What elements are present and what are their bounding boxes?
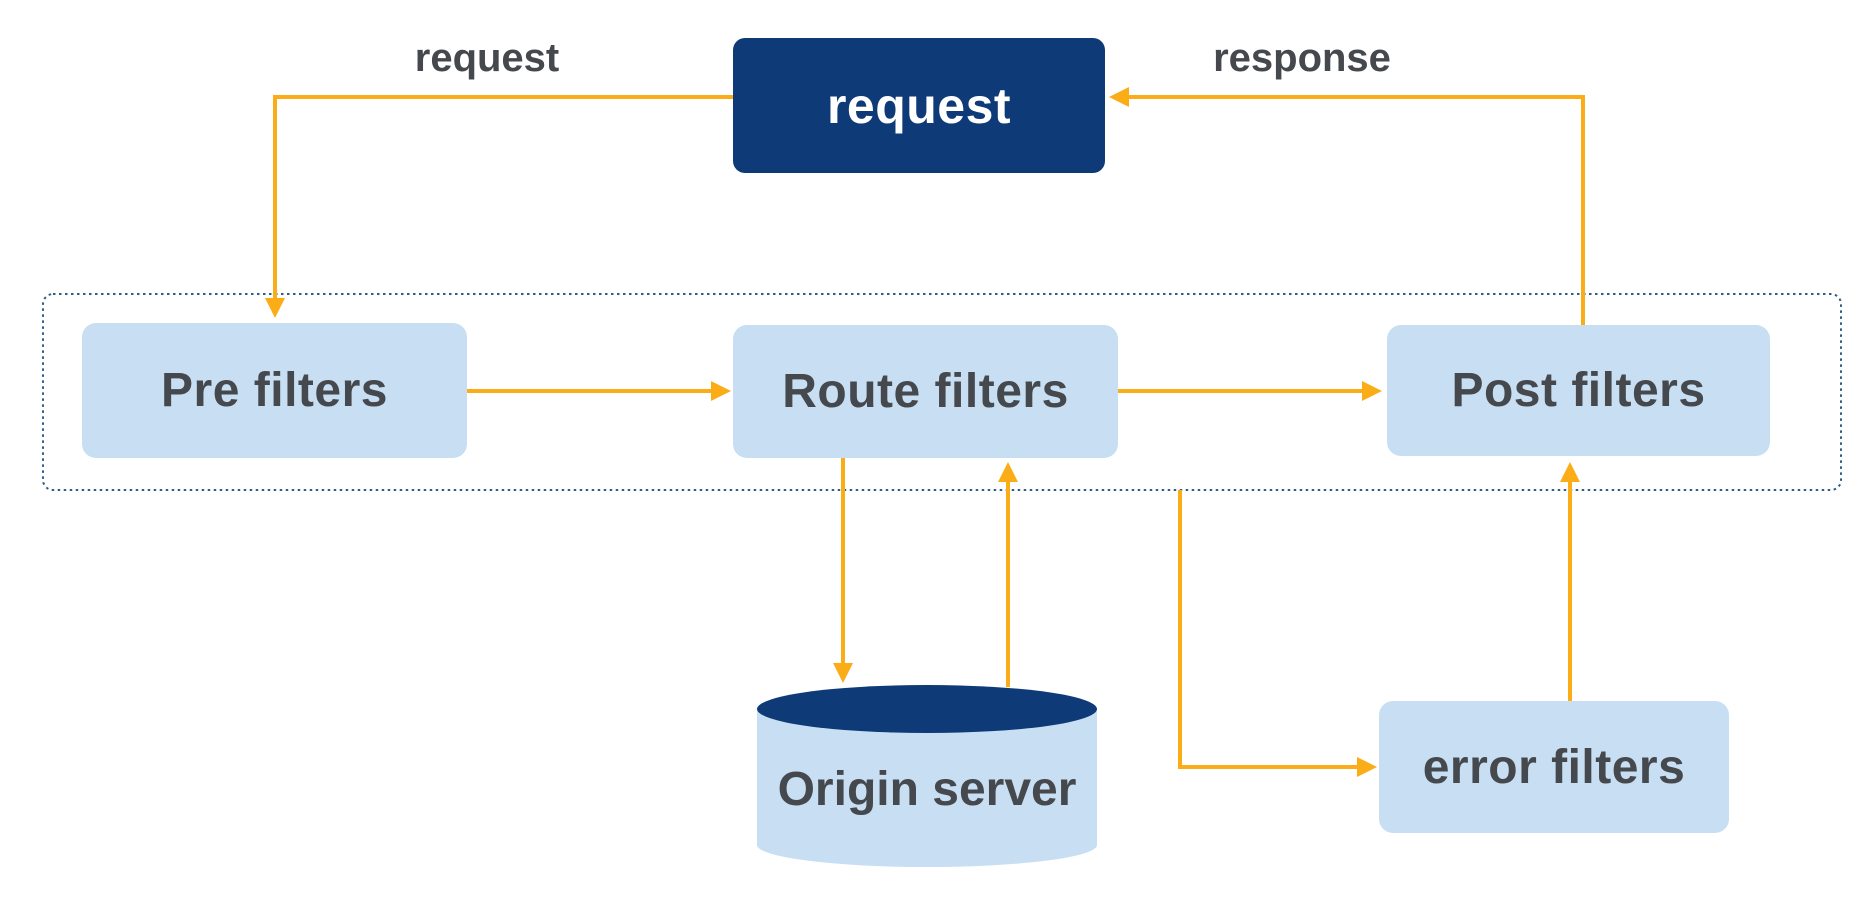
filter-chain-group-border [42, 293, 1842, 491]
origin-server-cylinder-body [757, 709, 1097, 867]
node-route-filters-label: Route filters [782, 365, 1069, 418]
node-post-filters: Post filters [1387, 325, 1770, 456]
node-request-label: request [826, 77, 1012, 134]
node-route-filters: Route filters [733, 325, 1118, 458]
arrow-request-to-pre-filters [265, 95, 733, 318]
response-flow-label: response [1213, 36, 1391, 80]
origin-server-cylinder [757, 685, 1097, 867]
request-flow-label: request [414, 36, 560, 80]
arrow-filter-chain-to-error-filters [1178, 490, 1377, 777]
arrow-post-filters-to-request-response [1109, 87, 1585, 325]
node-request: request [733, 38, 1105, 173]
origin-server-cylinder-top [757, 685, 1097, 733]
node-error-filters-label: error filters [1422, 740, 1686, 794]
node-pre-filters-label: Pre filters [161, 364, 388, 417]
node-post-filters-label: Post filters [1451, 364, 1706, 417]
node-pre-filters: Pre filters [82, 323, 467, 458]
node-error-filters: error filters [1379, 701, 1729, 833]
node-origin-server-label: Origin server [777, 763, 1077, 816]
